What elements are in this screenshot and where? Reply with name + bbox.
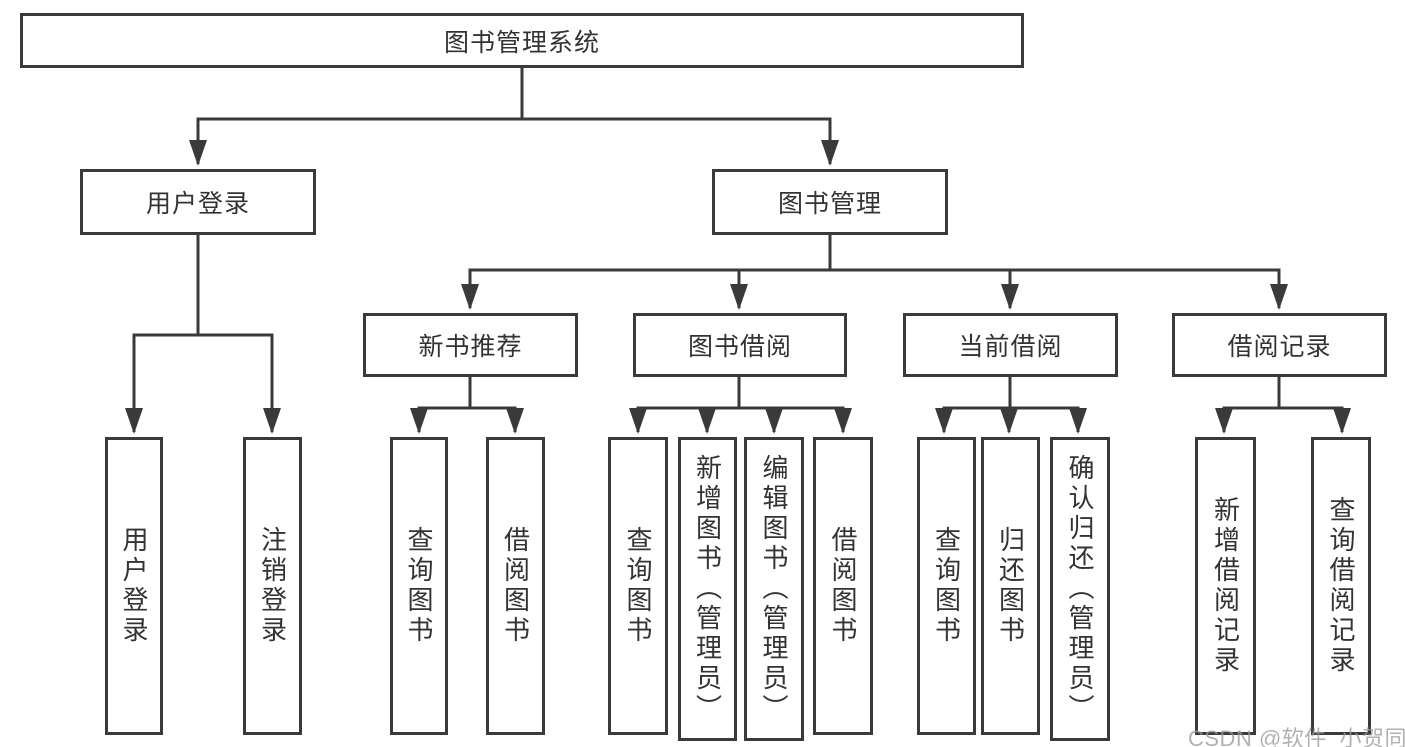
node-label: 图书管理系统 <box>443 28 600 57</box>
node-label: 查询图书 <box>404 526 434 646</box>
node-label: 用户登录 <box>119 526 149 646</box>
leaf-record-query-borrow-record: 查询借阅记录 <box>1311 437 1371 735</box>
node-label: 编辑图书（管理员） <box>759 454 789 724</box>
node-user-login: 用户登录 <box>80 169 316 235</box>
node-library-management-system: 图书管理系统 <box>20 13 1024 68</box>
node-label: 新增图书（管理员） <box>692 454 723 724</box>
node-label: 用户登录 <box>145 190 250 218</box>
leaf-borrow-borrow-book: 借阅图书 <box>813 437 873 735</box>
node-new-book-recommend: 新书推荐 <box>363 313 578 377</box>
leaf-borrow-edit-book-admin: 编辑图书（管理员） <box>744 437 804 741</box>
node-book-borrow: 图书借阅 <box>633 313 847 377</box>
leaf-borrow-query-book: 查询图书 <box>608 437 668 735</box>
node-label: 查询图书 <box>623 526 653 646</box>
leaf-user-login: 用户登录 <box>105 437 163 735</box>
leaf-borrow-add-book-admin: 新增图书（管理员） <box>678 437 737 741</box>
leaf-current-confirm-return-admin: 确认归还（管理员） <box>1050 437 1110 741</box>
node-label: 确认归还（管理员） <box>1065 454 1095 724</box>
node-label: 新增借阅记录 <box>1210 496 1241 676</box>
node-label: 新书推荐 <box>418 333 523 361</box>
node-label: 当前借阅 <box>958 333 1063 361</box>
leaf-recommend-query-book: 查询图书 <box>390 437 448 735</box>
node-label: 查询借阅记录 <box>1326 496 1356 676</box>
leaf-current-query-book: 查询图书 <box>917 437 976 735</box>
node-label: 归还图书 <box>995 526 1026 646</box>
node-label: 借阅图书 <box>828 526 858 646</box>
leaf-recommend-borrow-book: 借阅图书 <box>486 437 545 735</box>
leaf-current-return-book: 归还图书 <box>981 437 1040 735</box>
node-label: 查询图书 <box>931 526 962 646</box>
node-label: 图书管理 <box>777 190 882 218</box>
node-current-borrow: 当前借阅 <box>903 313 1118 377</box>
node-label: 注销登录 <box>257 526 288 646</box>
node-label: 图书借阅 <box>687 333 792 361</box>
leaf-logout-login: 注销登录 <box>243 437 302 735</box>
node-label: 借阅图书 <box>500 526 531 646</box>
node-label: 借阅记录 <box>1227 333 1332 361</box>
node-book-management: 图书管理 <box>712 169 948 235</box>
csdn-watermark: CSDN @软件_小贺同学 <box>1188 726 1405 747</box>
node-borrow-record: 借阅记录 <box>1172 313 1387 377</box>
leaf-record-add-borrow-record: 新增借阅记录 <box>1195 437 1256 735</box>
